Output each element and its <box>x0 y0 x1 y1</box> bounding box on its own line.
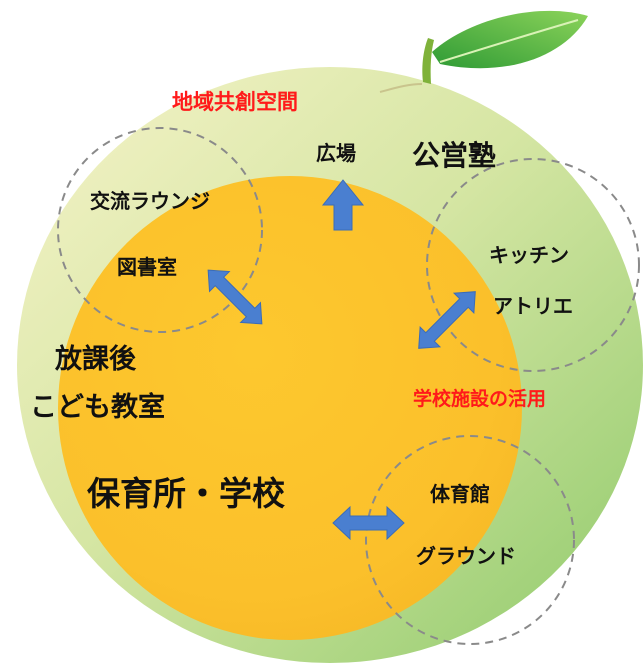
arrow-up-plaza <box>321 179 365 231</box>
label-ground: グラウンド <box>416 544 516 568</box>
label-library: 図書室 <box>117 255 177 279</box>
label-after-school-line2: こども教室 <box>30 392 165 423</box>
label-gym: 体育館 <box>430 482 490 506</box>
arrow-double-gym <box>332 505 405 541</box>
arrow-double-lounge <box>207 269 263 325</box>
arrow-double-kitchen <box>418 291 476 349</box>
label-nursery-school: 保育所・学校 <box>87 474 285 513</box>
label-community-space: 地域共創空間 <box>172 90 298 114</box>
label-plaza: 広場 <box>316 141 356 165</box>
inner-circle <box>58 176 522 640</box>
label-exchange-lounge: 交流ラウンジ <box>90 189 210 213</box>
label-kitchen: キッチン <box>489 243 569 267</box>
stem <box>422 38 434 84</box>
label-atelier: アトリエ <box>493 294 573 318</box>
label-public-cram: 公営塾 <box>412 139 497 172</box>
label-school-facilities: 学校施設の活用 <box>413 388 547 410</box>
dashed-circle-gym <box>365 435 575 645</box>
dashed-circle-lounge <box>57 127 263 333</box>
dashed-circle-kitchen <box>426 158 640 372</box>
label-after-school-line1: 放課後 <box>55 344 136 375</box>
